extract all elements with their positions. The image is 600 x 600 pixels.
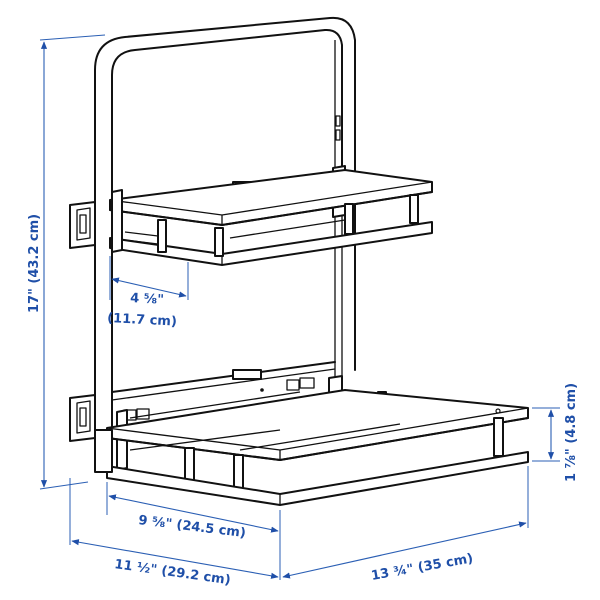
basket-rim-height-label: 1 ⅞" (4.8 cm) <box>564 383 579 482</box>
total-width-label: 11 ½" (29.2 cm) <box>113 557 231 588</box>
upper-shelf-depth-label-line2: (11.7 cm) <box>107 311 177 330</box>
wall-bracket-lower <box>69 394 96 442</box>
depth-label: 13 ¾" (35 cm) <box>370 551 474 584</box>
upper-shelf-depth-label-line1: 4 ⅝" <box>130 291 165 308</box>
basket-width-label: 9 ⅝" (24.5 cm) <box>138 513 247 541</box>
upper-shelf <box>109 165 433 266</box>
lower-basket <box>94 361 529 506</box>
back-frame <box>94 16 356 471</box>
dimension-lines <box>39 34 560 580</box>
total-height-label: 17" (43.2 cm) <box>27 214 42 313</box>
rack-drawing <box>69 16 529 506</box>
wall-bracket-upper <box>69 201 96 249</box>
